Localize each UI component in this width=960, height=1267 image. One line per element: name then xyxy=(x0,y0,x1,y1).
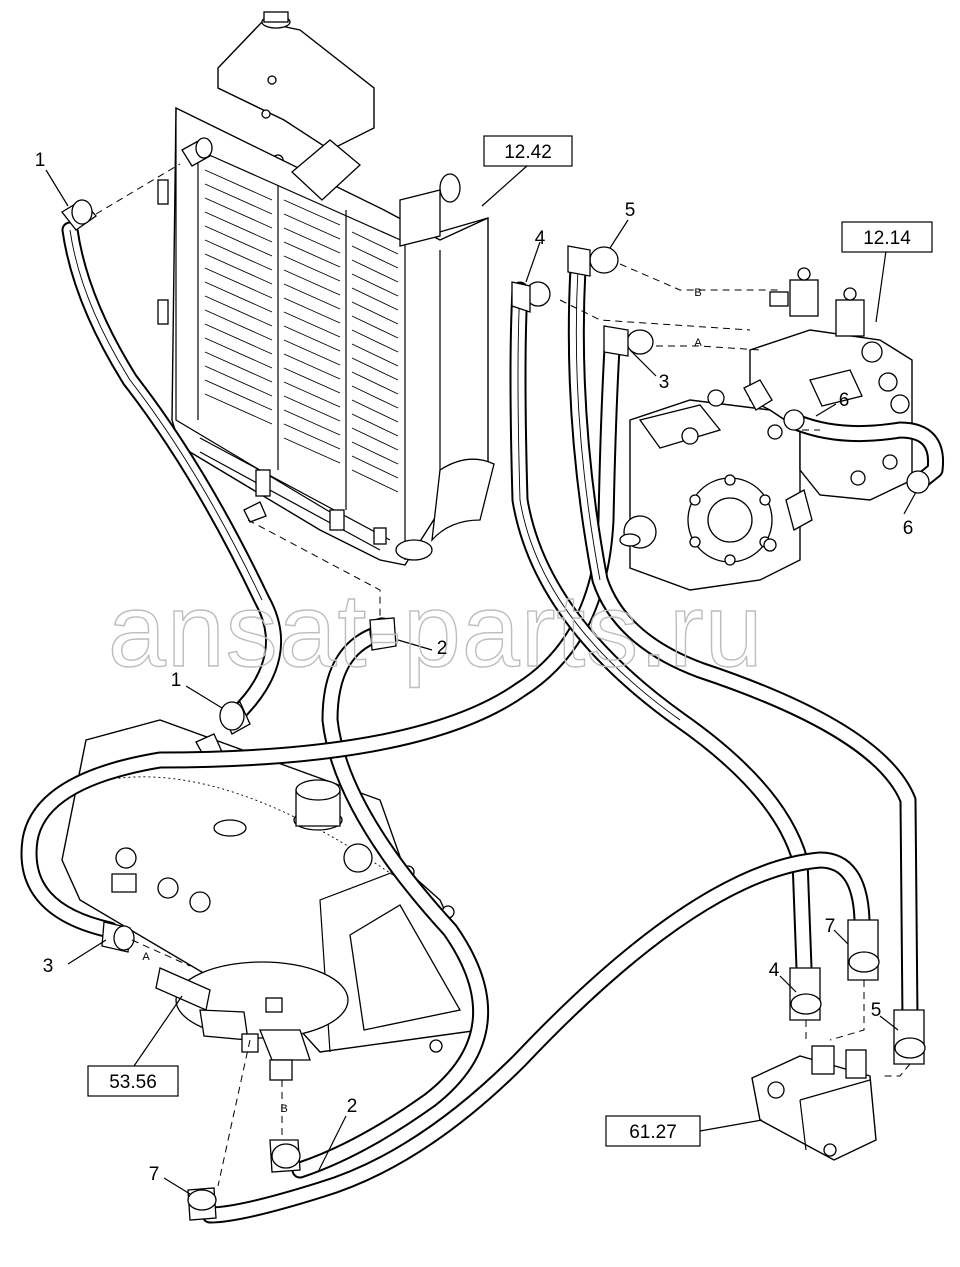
callout-3-right: 3 xyxy=(659,372,670,393)
hose-fittings xyxy=(61,199,930,1221)
port-letter-tank-a: A xyxy=(142,951,150,963)
reference-label-motor: 61.27 xyxy=(629,1122,677,1143)
reference-label-tank: 53.56 xyxy=(109,1072,157,1093)
callout-1-top: 1 xyxy=(35,150,46,171)
callout-7-left: 7 xyxy=(149,1164,160,1185)
callout-2-bottom: 2 xyxy=(347,1096,358,1117)
port-letter-pump-a: A xyxy=(694,337,702,349)
callout-2-mid: 2 xyxy=(437,638,448,659)
connection-lines xyxy=(95,163,911,1187)
hoses xyxy=(20,221,945,1224)
callout-6-b: 6 xyxy=(903,518,914,539)
radiator-oil-cooler xyxy=(157,11,495,566)
reference-label-pump: 12.14 xyxy=(863,228,911,249)
radiator-fins xyxy=(204,169,399,493)
watermark-text: ansat-parts.ru xyxy=(108,573,764,689)
reference-box-radiator: 12.42 xyxy=(483,135,573,167)
reference-box-tank: 53.56 xyxy=(87,1065,179,1097)
callout-1-mid: 1 xyxy=(171,670,182,691)
port-letter-tank-b: B xyxy=(280,1103,287,1115)
callout-3-left: 3 xyxy=(43,956,54,977)
callout-6-a: 6 xyxy=(839,390,850,411)
reference-box-motor: 61.27 xyxy=(605,1115,701,1147)
callout-leaders xyxy=(45,164,917,1195)
reference-box-pump: 12.14 xyxy=(841,221,933,253)
hydraulic-pump-assembly xyxy=(619,267,913,591)
port-letter-pump-b: B xyxy=(694,287,701,299)
callout-4-top: 4 xyxy=(535,228,546,249)
callout-7-right: 7 xyxy=(825,916,836,937)
callout-5-bottom: 5 xyxy=(871,1000,882,1021)
reference-label-radiator: 12.42 xyxy=(504,142,552,163)
hydraulic-motor xyxy=(751,1045,877,1161)
callout-4-bottom: 4 xyxy=(769,960,780,981)
callout-5-top: 5 xyxy=(625,200,636,221)
